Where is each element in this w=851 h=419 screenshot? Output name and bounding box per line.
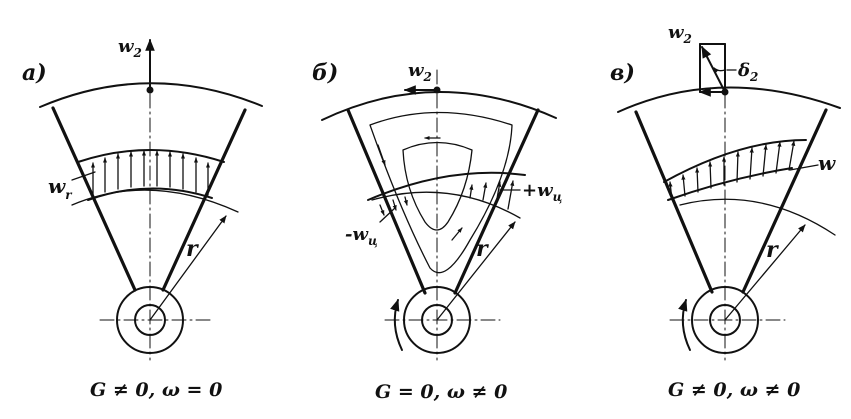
panel-c-w-leader	[789, 164, 819, 171]
panel-c-radius-arrow	[724, 224, 806, 321]
panel-a: а)	[22, 36, 263, 401]
panel-c-hub	[678, 286, 759, 354]
panel-c-velocity-arrows	[668, 140, 796, 201]
panel-c-letter: в)	[610, 60, 635, 86]
panel-b-w2-label: w2	[408, 60, 432, 84]
panel-c-impeller-sector	[617, 69, 841, 361]
panel-a-w2-label: w2	[118, 36, 142, 60]
panel-b-circulation-loops	[369, 111, 513, 274]
panel-b-minus-wc-leader	[379, 207, 396, 223]
panel-c-delta2-label: δ2	[737, 60, 758, 84]
panel-c-velocity-triangle	[698, 43, 729, 97]
panel-b-w2-arrow	[403, 85, 441, 95]
panel-c: в)	[610, 22, 841, 401]
panel-b-hub	[390, 286, 471, 354]
panel-a-letter: а)	[22, 60, 47, 86]
panel-a-radial-velocity-arrows	[90, 150, 211, 196]
panel-b-plus-wc-label: +wц	[522, 180, 562, 204]
panel-b-radius-label: r	[476, 236, 489, 262]
panel-b-radius-arrow	[436, 221, 516, 321]
panel-a-hub	[116, 286, 184, 354]
panel-a-impeller-sector	[39, 69, 263, 361]
panel-b-caption: G = 0, ω ≠ 0	[375, 381, 507, 403]
panel-a-radius-arrow	[149, 215, 227, 321]
panel-a-caption: G ≠ 0, ω = 0	[90, 379, 222, 401]
panel-a-radius-label: r	[186, 236, 199, 262]
panel-b-minus-wc-label: -wц	[345, 224, 378, 248]
panel-c-rotation-arrow	[678, 298, 691, 351]
panel-c-w2-label: w2	[668, 22, 692, 46]
panel-b-rotation-arrow	[390, 298, 403, 351]
panel-c-radius-label: r	[766, 237, 779, 263]
panel-c-w-label: w	[818, 151, 836, 175]
panel-b-letter: б)	[312, 60, 338, 86]
panel-a-wr-leader	[71, 171, 96, 181]
panel-b: б)	[312, 60, 562, 403]
panel-c-caption: G ≠ 0, ω ≠ 0	[668, 379, 800, 401]
panel-a-w2-arrow	[145, 38, 155, 94]
panel-a-wr-label: wr	[48, 174, 73, 202]
